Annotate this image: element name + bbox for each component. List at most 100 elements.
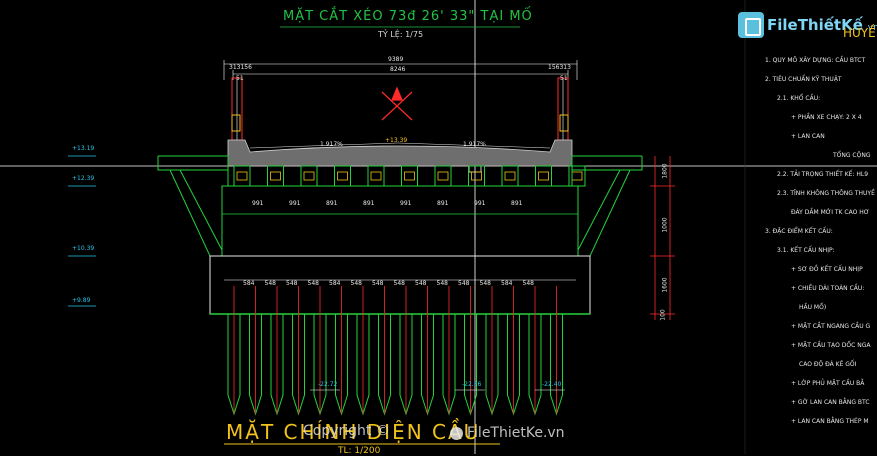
elevation-label: +9.89	[72, 297, 91, 304]
girder	[568, 165, 586, 187]
note-line: 3. ĐẶC ĐIỂM KẾT CẤU:	[765, 228, 833, 235]
pile-spacing-label: 584	[501, 280, 513, 287]
vertical-dim: 100	[659, 309, 667, 321]
pile-spacing-label: 584	[329, 280, 341, 287]
note-line: 2.1. KHỔ CẦU:	[777, 95, 821, 102]
pile	[249, 286, 262, 416]
section-title: MẶT CẮT XÉO 73đ 26' 33" TẠI MỐ	[283, 9, 533, 24]
pile-tip-level: -22.40	[542, 381, 562, 388]
note-line: + CHIỀU DÀI TOÀN CẦU:	[791, 285, 865, 292]
left-rail-dim: 313156	[229, 64, 252, 71]
pile-group	[227, 286, 563, 416]
left-railing	[231, 77, 243, 141]
pile-spacing-label: 548	[372, 280, 384, 287]
pile	[421, 286, 434, 416]
note-line: 2. TIÊU CHUẨN KỸ THUẬT	[765, 76, 842, 83]
note-line: ĐÁY DẦM MỚI TK CAO HƠ	[791, 209, 870, 216]
girder	[535, 165, 552, 187]
note-line: 2.3. TĨNH KHÔNG THÔNG THUYỀ	[777, 190, 875, 197]
beam-spacing-label: 891	[437, 200, 449, 207]
beam-spacing-label: 891	[363, 200, 375, 207]
note-line: HẦU MỐ)	[799, 304, 827, 311]
notes-heading: HUYỀ	[843, 26, 876, 40]
pile	[335, 286, 348, 416]
note-line: + MẶT CẮT NGANG CẦU G	[791, 323, 871, 330]
abutment-wings	[157, 155, 643, 257]
brand-logo[interactable]: FileThiếtKế .vn	[738, 11, 877, 39]
file-icon	[738, 12, 764, 38]
pile-spacing-label: 548	[350, 280, 362, 287]
brand-suffix: .vn	[864, 23, 877, 33]
pile	[550, 286, 563, 416]
overall-width-dim: 9389	[388, 56, 404, 63]
note-line: TỔNG CỘNG	[833, 152, 871, 159]
right-rail-dim: 156313	[548, 64, 571, 71]
pile-spacing-label: 584	[243, 280, 255, 287]
pile	[270, 286, 284, 416]
note-line: + LAN CAN	[791, 133, 825, 140]
site-watermark: FileThietKe.vn	[450, 426, 565, 440]
vertical-dim: 1800	[661, 163, 669, 179]
pile	[485, 286, 499, 416]
beam-spacing-label: 991	[474, 200, 486, 207]
pile	[399, 286, 413, 416]
pile-spacing-label: 548	[522, 280, 534, 287]
north-arrow-icon	[381, 86, 413, 121]
pile	[227, 286, 241, 416]
beam-spacing-label: 991	[400, 200, 412, 207]
pile-spacing-label: 548	[436, 280, 448, 287]
girder	[267, 165, 284, 187]
pile	[378, 286, 391, 416]
pile	[528, 286, 542, 416]
vertical-dim: 1000	[661, 217, 669, 233]
slope-left: 1.917%	[320, 141, 343, 148]
pile-spacing-label: 548	[458, 280, 470, 287]
rail-small-right: 51	[560, 75, 568, 82]
note-line: + SƠ ĐỒ KẾT CẤU NHỊP	[791, 266, 863, 273]
pile-spacing-label: 548	[479, 280, 491, 287]
girder	[401, 165, 418, 187]
brand-name: FileThiếtKế	[767, 16, 863, 34]
deck-slab	[227, 139, 573, 167]
pile	[442, 286, 456, 416]
pile	[356, 286, 370, 416]
girder	[233, 165, 251, 187]
copyright-watermark: Copyright ©	[303, 423, 390, 439]
elevation-view-title: MẶT CHÍNH DIỆN CẦU	[226, 420, 481, 444]
pile-tip-level: -22.56	[462, 381, 482, 388]
note-line: + LAN CAN BẰNG THÉP M	[791, 418, 869, 425]
note-line: CAO ĐỘ ĐÁ KÊ GỐI	[799, 361, 857, 368]
note-line: + PHẦN XE CHẠY: 2 X 4	[791, 114, 862, 121]
beam-spacing-label: 891	[326, 200, 338, 207]
right-vertical-dimension	[650, 156, 675, 320]
pile	[507, 286, 520, 416]
note-line: 2.2. TẢI TRỌNG THIẾT KẾ: HL9	[777, 171, 869, 178]
girder	[367, 165, 385, 187]
girder	[501, 165, 519, 187]
note-line: 1. QUY MÔ XÂY DỰNG: CẦU BTCT	[765, 57, 866, 64]
slope-right: 1.917%	[463, 141, 486, 148]
pile-spacing-label: 548	[286, 280, 298, 287]
crown-level: +13.39	[385, 137, 408, 144]
pile-tip-level: -22.72	[318, 381, 338, 388]
pile-spacing-label: 548	[264, 280, 276, 287]
pile	[313, 286, 327, 416]
girder	[468, 165, 485, 187]
top-dimensions	[223, 60, 578, 80]
elevation-label: +12.39	[72, 175, 95, 182]
rail-small-left: 51	[236, 75, 244, 82]
section-scale: TỶ LỆ: 1/75	[378, 30, 424, 39]
pile	[464, 286, 477, 416]
note-line: 3.1. KẾT CẤU NHỊP:	[777, 247, 835, 254]
site-watermark-text: FileThietKe.vn	[467, 425, 565, 441]
note-line: + MẶT CẦU TẠO DỐC NGA	[791, 342, 871, 349]
beam-spacing-label: 991	[289, 200, 301, 207]
pile-spacing-label: 548	[393, 280, 405, 287]
girder	[300, 165, 318, 187]
right-railing	[557, 77, 569, 141]
elevation-markers	[68, 155, 96, 307]
girder	[334, 165, 351, 187]
inner-width-dim: 8246	[390, 66, 406, 73]
